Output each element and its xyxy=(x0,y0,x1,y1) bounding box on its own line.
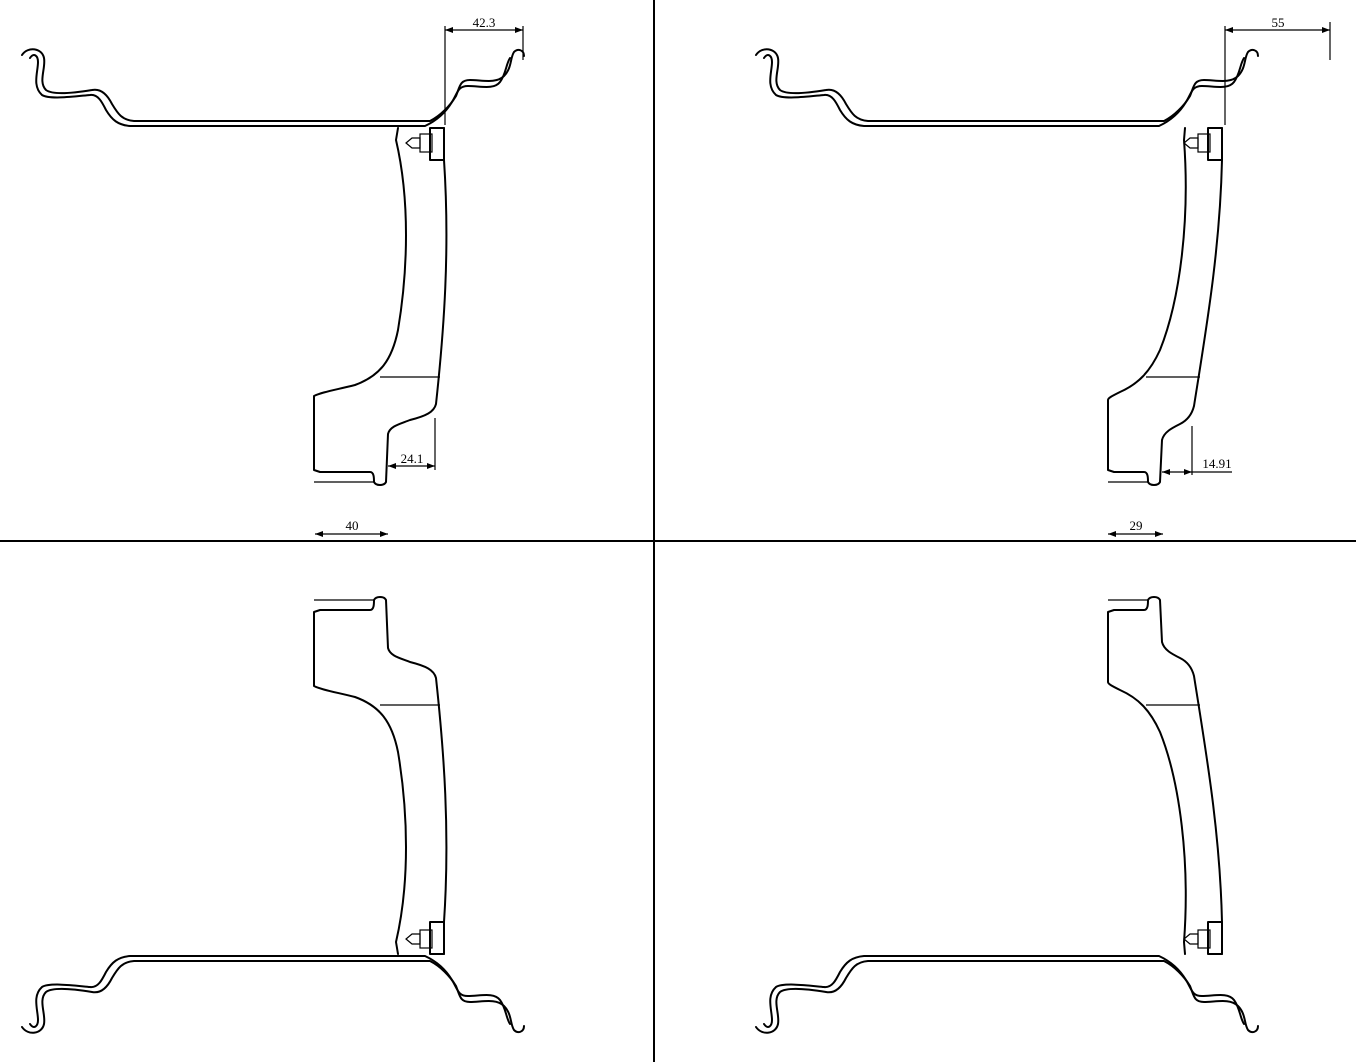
dim-left-hub-offset: 24.1 xyxy=(388,418,436,470)
dim-label-40: 40 xyxy=(346,518,359,533)
left-wheel-bottom-half xyxy=(21,596,525,1034)
right-wheel-top-bolt xyxy=(1183,127,1223,161)
left-wheel-top-bolt xyxy=(405,127,445,161)
dim-right-hub-offset: 14.91 xyxy=(1162,426,1232,475)
dim-left-hub-width: 40 xyxy=(315,518,388,537)
dim-label-24-1: 24.1 xyxy=(401,451,424,466)
dim-right-rim-offset: 55 xyxy=(1224,15,1331,125)
dim-right-hub-width: 29 xyxy=(1108,518,1163,537)
left-wheel-profile xyxy=(21,48,525,1034)
dim-label-29: 29 xyxy=(1130,518,1143,533)
dim-left-rim-offset: 42.3 xyxy=(444,15,524,125)
dim-label-14-91: 14.91 xyxy=(1202,456,1231,471)
right-wheel-bottom-half xyxy=(755,596,1259,1034)
dim-label-42-3: 42.3 xyxy=(473,15,496,30)
right-wheel-top-half xyxy=(755,48,1259,486)
dim-label-55: 55 xyxy=(1272,15,1285,30)
left-wheel-top-half xyxy=(21,48,525,486)
right-wheel-profile xyxy=(755,48,1259,1034)
